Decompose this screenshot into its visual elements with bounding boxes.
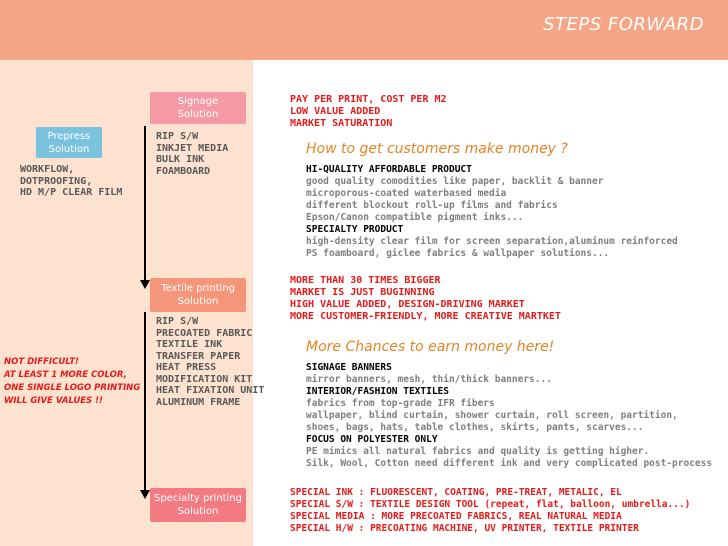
signage-market-text: PAY PER PRINT, COST PER M2 LOW VALUE ADD… bbox=[290, 94, 447, 129]
section2-item1-head: SIGNAGE BANNERS bbox=[306, 362, 392, 373]
prepress-box-label: Prepress Solution bbox=[47, 130, 91, 155]
section2-item1-sub: mirror banners, mesh, thin/thick banners… bbox=[306, 374, 552, 385]
flow-arrow-head-2 bbox=[140, 490, 150, 499]
signage-box-label: Signage Solution bbox=[177, 96, 219, 120]
section2-body: SIGNAGE BANNERS mirror banners, mesh, th… bbox=[306, 362, 712, 470]
section2-item3-head: FOCUS ON POLYESTER ONLY bbox=[306, 434, 438, 445]
section1-body: HI-QUALITY AFFORDABLE PRODUCT good quali… bbox=[306, 164, 678, 260]
section1-item1-head: HI-QUALITY AFFORDABLE PRODUCT bbox=[306, 164, 472, 175]
section1-item2-sub: high-density clear film for screen separ… bbox=[306, 236, 678, 259]
section2-item3-sub: PE mimics all natural fabrics and qualit… bbox=[306, 446, 713, 469]
section2-heading: More Chances to earn money here! bbox=[306, 339, 555, 355]
specialty-box-label: Specialty printing Solution bbox=[153, 493, 242, 517]
specialty-solution-box: Specialty printing Solution bbox=[150, 488, 246, 522]
prepress-solution-box: Prepress Solution bbox=[36, 127, 102, 158]
prepress-list: WORKFLOW, DOTPROOFING, HD M/P CLEAR FILM bbox=[20, 164, 123, 198]
flow-line-1 bbox=[144, 126, 146, 282]
textile-list: RIP S/W PRECOATED FABRIC TEXTILE INK TRA… bbox=[156, 316, 265, 408]
flow-arrow-head-1 bbox=[140, 280, 150, 289]
textile-market-text: MORE THAN 30 TIMES BIGGER MARKET IS JUST… bbox=[290, 275, 561, 322]
page-title: STEPS FORWARD bbox=[543, 14, 704, 35]
section1-heading: How to get customers make money ? bbox=[306, 141, 568, 157]
section2-item2-head: INTERIOR/FASHION TEXTILES bbox=[306, 386, 449, 397]
header-bar: STEPS FORWARD bbox=[0, 0, 728, 60]
section1-item2-head: SPECIALTY PRODUCT bbox=[306, 224, 404, 235]
textile-solution-box: Textile printing Solution bbox=[150, 278, 246, 312]
signage-list: RIP S/W INKJET MEDIA BULK INK FOAMBOARD bbox=[156, 131, 229, 177]
section1-item1-sub: good quality comodities like paper, back… bbox=[306, 176, 604, 223]
flow-line-2 bbox=[144, 312, 146, 492]
content-panel bbox=[253, 0, 728, 546]
textile-box-label: Textile printing Solution bbox=[160, 283, 236, 307]
signage-solution-box: Signage Solution bbox=[150, 92, 246, 124]
note-text: NOT DIFFICULT! AT LEAST 1 MORE COLOR, ON… bbox=[4, 357, 141, 406]
specialty-list: SPECIAL INK : FLUORESCENT, COATING, PRE-… bbox=[290, 487, 691, 534]
section2-item2-sub: fabrics from top-grade IFR fibers wallpa… bbox=[306, 398, 678, 433]
